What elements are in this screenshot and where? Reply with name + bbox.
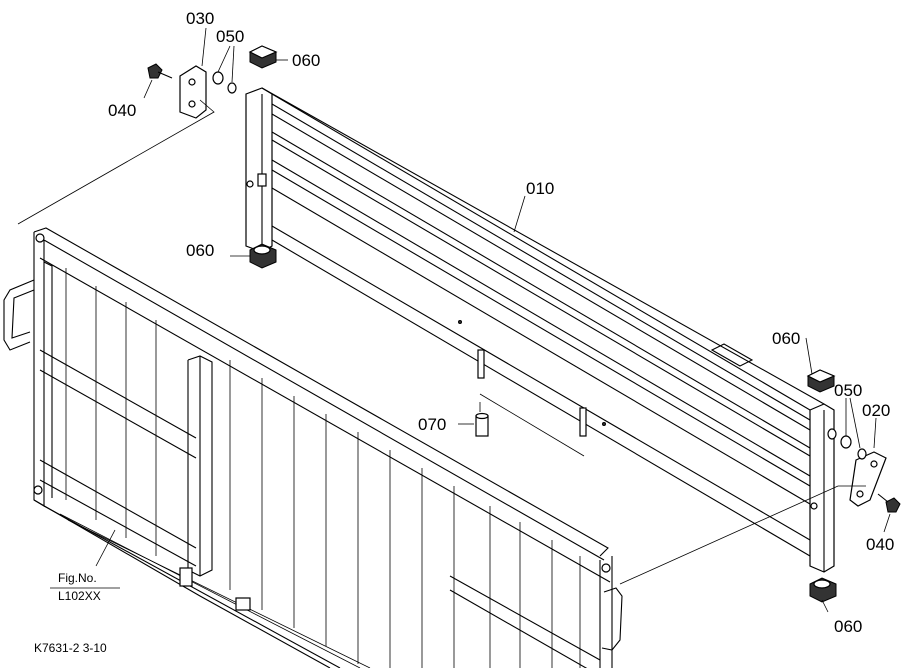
- callout-070: 070: [418, 415, 446, 434]
- washer-050-left: [212, 71, 237, 94]
- side-gate-panel: [245, 87, 835, 573]
- callout-050-left: 050: [216, 27, 244, 46]
- cap-060-top-right: [806, 369, 836, 393]
- cap-060-bottom-right: [809, 577, 837, 603]
- washer-050-right: [827, 428, 867, 460]
- callout-060-bottom-left: 060: [186, 241, 214, 260]
- bracket-030: [179, 65, 207, 119]
- callout-060-top-right: 060: [772, 329, 800, 348]
- callout-010: 010: [526, 179, 554, 198]
- tailgate-assembly: [3, 227, 623, 668]
- pin-070: [475, 349, 587, 437]
- leader-lines: [17, 27, 891, 613]
- callout-030: 030: [186, 9, 214, 28]
- callout-040-left: 040: [108, 101, 136, 120]
- callout-050-right: 050: [834, 381, 862, 400]
- drawing-code: K7631-2 3-10: [34, 641, 107, 655]
- fig-ref-line1: Fig.No.: [58, 571, 97, 585]
- bracket-020: [849, 451, 887, 507]
- cap-060-top-left: [248, 45, 278, 69]
- bolt-040-right: [877, 493, 901, 513]
- callout-060-top-left: 060: [292, 51, 320, 70]
- callout-040-right: 040: [866, 535, 894, 554]
- bolt-040-left: [147, 63, 173, 79]
- callout-020: 020: [862, 401, 890, 420]
- fig-ref-line2: L102XX: [58, 589, 101, 603]
- cap-060-bottom-left: [249, 243, 277, 269]
- callout-060-bottom-right: 060: [834, 617, 862, 636]
